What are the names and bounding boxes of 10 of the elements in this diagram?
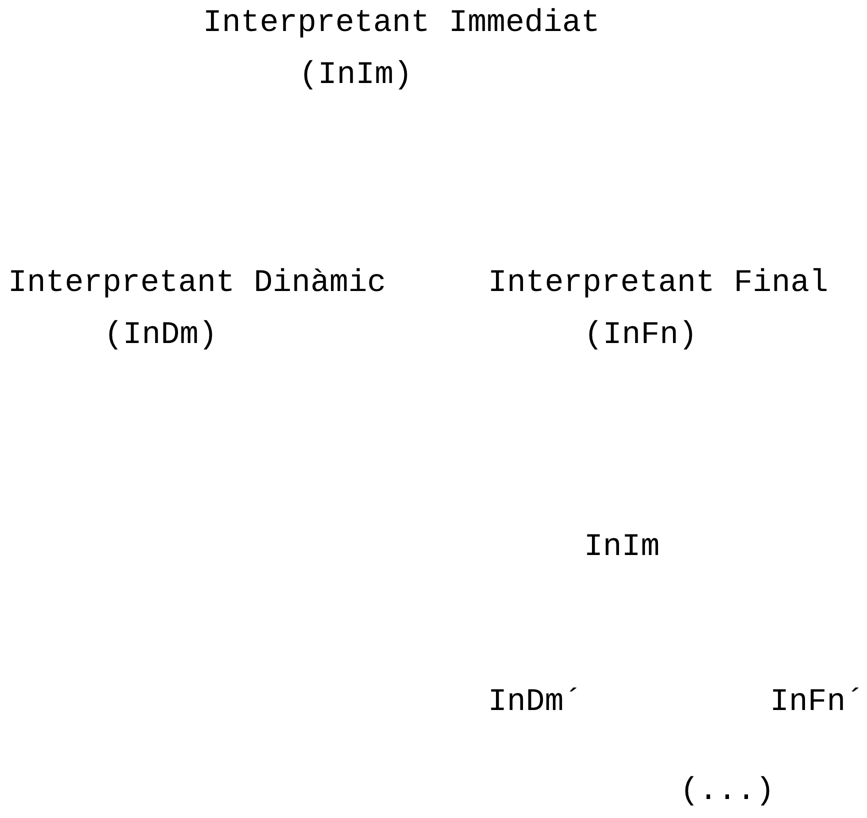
term-heading: Interpretant Immediat (203, 6, 600, 42)
term-heading: Interpretant Dinàmic (8, 266, 386, 302)
abbreviation: InDm´ (488, 685, 583, 721)
abbreviation: (InDm) (104, 318, 218, 354)
term-heading: Interpretant Final (488, 266, 828, 302)
abbreviation: InFn´ (770, 685, 865, 721)
abbreviation: (InIm) (299, 58, 412, 94)
ellipsis-label: (...) (680, 774, 775, 810)
abbreviation: (InFn) (584, 318, 698, 354)
abbreviation: InIm (584, 530, 660, 566)
